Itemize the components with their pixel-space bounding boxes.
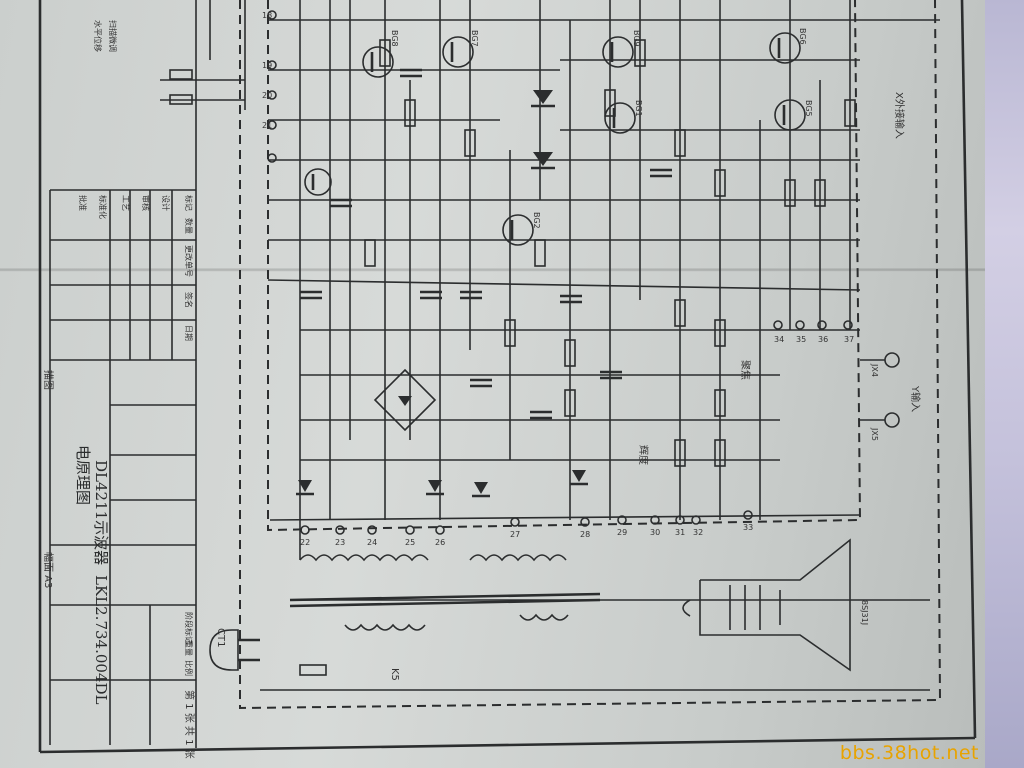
terminal-18: 18: [262, 11, 272, 20]
terminal-35: 35: [796, 335, 806, 344]
transformer: [289, 554, 601, 631]
header-sign: 签名: [184, 292, 194, 308]
schematic-sheet: DL4211示波器 电原理图 LKL2.734.004DL 第 1 张 共 1 …: [0, 0, 985, 768]
transistor-bg1: BG1: [634, 100, 643, 117]
header-qty: 数量: [184, 218, 194, 234]
terminal-19: 19: [262, 61, 272, 70]
terminal-37: 37: [844, 335, 854, 344]
terminal-33: 33: [743, 523, 753, 532]
diagram-title: DL4211示波器: [92, 460, 110, 565]
header-change: 更改单号: [184, 245, 194, 277]
terminal-24: 24: [367, 538, 377, 547]
crt-tube: [682, 538, 851, 672]
transistor-bg6: BG6: [798, 28, 807, 45]
terminal-25: 25: [405, 538, 415, 547]
left-label-a: 扫描微调: [108, 20, 118, 52]
left-label-b: 水平位移: [93, 20, 103, 52]
transistor-bg5: BG5: [804, 100, 813, 117]
lower-stage: 阶段标记: [184, 612, 194, 644]
vertical-wires: [299, 0, 851, 560]
role-review: 审核: [141, 195, 151, 211]
terminal-22: 22: [300, 538, 310, 547]
role-design: 设计: [161, 195, 171, 211]
terminal-20: 20: [262, 91, 272, 100]
focus-label: 聚焦: [739, 360, 752, 380]
chassis-outline-outer: [239, 0, 942, 710]
format-right: 幅面 A3: [42, 552, 55, 588]
terminal-row-right: [773, 320, 853, 330]
capacitors: [300, 68, 672, 420]
brightness-label: 辉度: [637, 445, 650, 465]
transistor-bg9: BG9: [632, 30, 641, 47]
ext-input-label: X外接输入: [893, 92, 906, 139]
transistor-bg2: BG2: [532, 212, 541, 229]
terminal-row-bottom: [300, 510, 753, 535]
title-block: [49, 189, 196, 745]
crt-label: 8SJ31J: [860, 600, 869, 625]
chassis-outline-inner: [267, 0, 862, 532]
transistor-bg8: BG8: [390, 30, 399, 47]
drawing-number: LKL2.734.004DL: [92, 575, 110, 704]
ct-label: CT1: [215, 628, 226, 647]
terminal-27: 27: [510, 530, 520, 539]
sheet-border-right: [960, 0, 977, 739]
jack-x4-label: JX4: [870, 363, 879, 377]
paper-fold: [0, 268, 985, 272]
horizontal-wires: [260, 19, 940, 691]
diagram-subtitle: 电原理图: [74, 445, 92, 505]
terminal-23: 23: [335, 538, 345, 547]
diodes: [296, 90, 588, 498]
input-label: Y输入: [909, 385, 922, 412]
terminal-32: 32: [693, 528, 703, 537]
lower-scale: 比例: [184, 660, 194, 676]
switch-label: K5: [389, 668, 400, 681]
terminal-31: 31: [675, 528, 685, 537]
role-approve: 批准: [78, 195, 88, 211]
resistors: [169, 39, 856, 676]
jack-x5-label: JX5: [870, 427, 879, 441]
terminal-26: 26: [435, 538, 445, 547]
transistor-bg7: BG7: [470, 30, 479, 47]
lower-weight: 重量: [184, 640, 194, 656]
power-plug: [209, 629, 260, 671]
site-watermark: bbs.38hot.net: [839, 742, 979, 764]
terminal-29: 29: [617, 528, 627, 537]
terminal-21: 21: [262, 121, 272, 130]
role-process: 工艺: [121, 195, 130, 211]
terminal-34: 34: [774, 335, 784, 344]
terminal-30: 30: [650, 528, 660, 537]
header-marker: 标记: [184, 195, 194, 211]
input-jacks: [860, 352, 900, 428]
sheet-border-bottom: [39, 736, 976, 754]
role-standard: 标准化: [98, 195, 108, 219]
header-date: 日期: [184, 325, 193, 341]
schematic-drawing: DL4211示波器 电原理图 LKL2.734.004DL 第 1 张 共 1 …: [38, 0, 977, 759]
format-left: 描图: [42, 370, 55, 390]
terminal-36: 36: [818, 335, 828, 344]
sheet-count: 第 1 张 共 1 张: [183, 690, 196, 759]
terminal-28: 28: [580, 530, 590, 539]
left-controls: [160, 0, 246, 110]
transistors: [304, 32, 806, 246]
terminal-row-left: [267, 10, 277, 163]
title-headers: 标记 数量 更改单号 签名 日期 设计 审核 工艺 标准化 批准 阶段标记 重量…: [78, 195, 194, 676]
